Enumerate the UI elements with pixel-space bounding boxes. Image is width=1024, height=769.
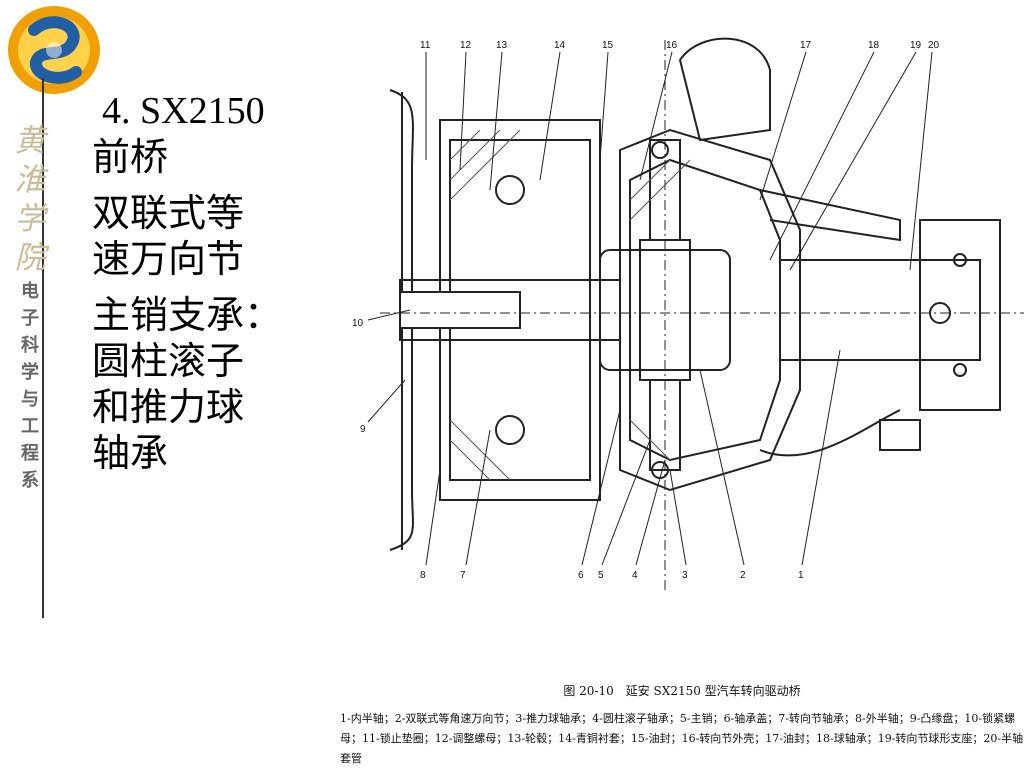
label-4: 4 xyxy=(632,570,638,581)
label-13: 13 xyxy=(496,40,508,51)
label-14: 14 xyxy=(554,40,566,51)
label-12: 12 xyxy=(460,40,472,51)
label-2: 2 xyxy=(740,570,746,581)
sidebar-divider xyxy=(42,78,44,618)
label-5: 5 xyxy=(598,570,604,581)
point-2-line-2: 圆柱滚子 xyxy=(92,339,245,383)
caption-title: 图 20-10 延安 SX2150 型汽车转向驱动桥 xyxy=(563,684,801,698)
cursive-char: 黄 xyxy=(14,123,46,159)
point-2-line-4: 轴承 xyxy=(92,431,169,475)
label-17: 17 xyxy=(800,40,812,51)
caption-legend: 1-内半轴；2-双联式等角速万向节；3-推力球轴承；4-圆柱滚子轴承；5-主销；… xyxy=(340,712,1024,765)
label-9: 9 xyxy=(360,424,366,435)
label-11: 11 xyxy=(420,40,431,51)
college-logo xyxy=(8,6,100,94)
dept-char: 子 xyxy=(21,308,39,329)
point-2-line-1: 主销支承： xyxy=(92,293,283,337)
dept-char: 科 xyxy=(21,335,39,356)
label-18: 18 xyxy=(868,40,880,51)
dept-char: 工 xyxy=(21,416,39,437)
label-10: 10 xyxy=(352,318,364,329)
label-15: 15 xyxy=(602,40,614,51)
label-16: 16 xyxy=(666,40,678,51)
point-1-line-2: 速万向节 xyxy=(92,237,245,281)
dept-char: 系 xyxy=(21,470,39,491)
point-2-line-3: 和推力球 xyxy=(92,385,245,429)
sidebar-college-name: 黄 淮 学 院 电 子 科 学 与 工 程 系 xyxy=(8,122,52,494)
label-20: 20 xyxy=(928,40,940,51)
cursive-char: 淮 xyxy=(14,162,46,198)
dept-char: 电 xyxy=(21,281,39,302)
slide-title: 4. SX2150 xyxy=(102,90,265,132)
label-7: 7 xyxy=(460,570,466,581)
label-1: 1 xyxy=(798,570,804,581)
steering-drive-axle-drawing: 11 12 13 14 15 16 17 18 19 20 8 7 6 5 4 … xyxy=(352,37,1024,590)
dept-char: 程 xyxy=(21,443,39,464)
label-3: 3 xyxy=(682,570,688,581)
cursive-char: 学 xyxy=(14,201,46,237)
slide-subtitle: 前桥 xyxy=(92,135,169,179)
figure-caption: 图 20-10 延安 SX2150 型汽车转向驱动桥 1-内半轴；2-双联式等角… xyxy=(340,682,1024,769)
dept-char: 与 xyxy=(21,389,39,410)
label-19: 19 xyxy=(910,40,922,51)
point-1-line-1: 双联式等 xyxy=(92,191,245,235)
label-8: 8 xyxy=(420,570,426,581)
slide-body: 4. SX2150 前桥 双联式等 速万向节 主销支承： 圆柱滚子 和推力球 轴… xyxy=(92,88,322,476)
dept-char: 学 xyxy=(21,362,39,383)
label-6: 6 xyxy=(578,570,584,581)
cursive-char: 院 xyxy=(14,240,46,276)
